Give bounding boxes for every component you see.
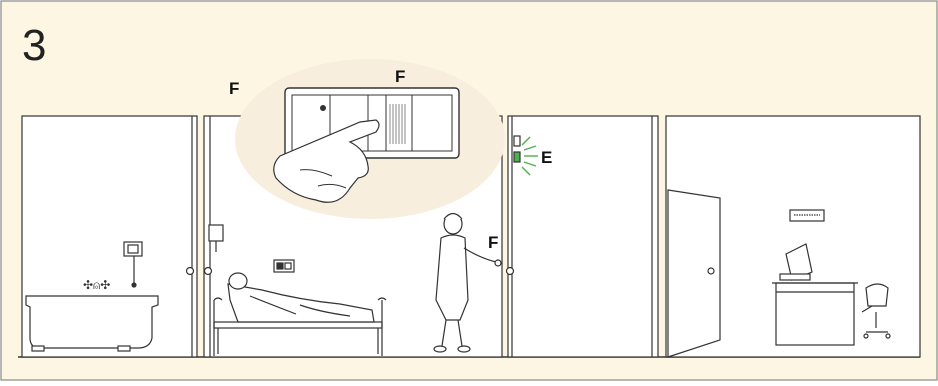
magnified-pushbutton-bubble (235, 59, 505, 219)
pressing-hand (273, 119, 380, 203)
callout-f-nurse: F (488, 233, 499, 252)
svg-text:✣⍝✣: ✣⍝✣ (83, 278, 110, 292)
corridor-room (505, 115, 659, 358)
callout-f-left: F (229, 79, 240, 98)
nurse-figure (433, 212, 502, 353)
office-room (665, 115, 921, 358)
callout-e-indicator: E (541, 148, 553, 167)
callout-f-magnified: F (395, 67, 406, 86)
step-number: 3 (22, 21, 47, 70)
bathroom-room: ✣⍝✣ (21, 115, 198, 358)
